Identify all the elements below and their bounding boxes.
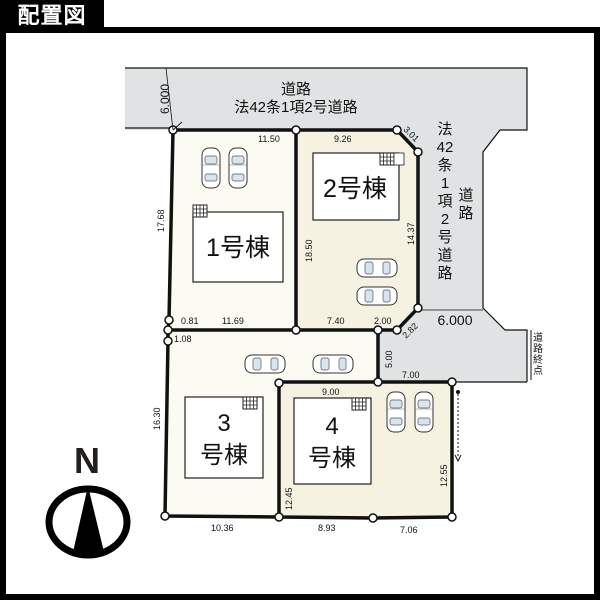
- svg-text:8.93: 8.93: [318, 523, 336, 533]
- svg-text:道: 道: [458, 187, 473, 204]
- svg-text:法: 法: [437, 121, 452, 138]
- car: [356, 286, 398, 306]
- road-east-width: 6.000: [437, 312, 472, 328]
- car: [228, 147, 248, 189]
- svg-text:終: 終: [533, 353, 543, 366]
- road-north-width: 6.000: [158, 84, 172, 114]
- svg-text:0.81: 0.81: [181, 316, 199, 326]
- svg-text:5.00: 5.00: [384, 350, 394, 368]
- north-arrow-icon: [73, 486, 104, 554]
- svg-text:7.06: 7.06: [400, 525, 418, 535]
- building-3-number: 3: [217, 410, 230, 437]
- svg-text:7.00: 7.00: [402, 370, 420, 380]
- svg-text:9.00: 9.00: [322, 387, 340, 397]
- svg-text:点: 点: [533, 365, 543, 377]
- road-end-label: 道 路 終 点: [533, 331, 543, 377]
- svg-text:路: 路: [533, 342, 543, 355]
- svg-text:42: 42: [437, 139, 454, 156]
- svg-text:11.69: 11.69: [222, 316, 244, 326]
- svg-text:条: 条: [437, 157, 452, 174]
- dimension-labels: 11.50 9.26 3.01 17.68 18.50 14.37 0.81 1…: [152, 124, 449, 535]
- svg-text:路: 路: [458, 205, 473, 222]
- svg-text:道: 道: [437, 247, 452, 264]
- svg-text:1.08: 1.08: [174, 334, 192, 344]
- building-3-label: 号棟: [200, 442, 248, 469]
- building-1-label: 1号棟: [206, 234, 270, 262]
- road-east: [378, 130, 527, 382]
- svg-text:12.55: 12.55: [439, 464, 449, 487]
- building-1[interactable]: [192, 211, 284, 283]
- svg-text:7.40: 7.40: [327, 316, 345, 326]
- building-4-label: 号棟: [308, 445, 356, 472]
- svg-text:1: 1: [441, 175, 449, 192]
- svg-text:項: 項: [437, 193, 452, 210]
- road-east-label: 法 42 条 1 項 2 号 道 路 道 路: [437, 121, 474, 282]
- svg-text:14.37: 14.37: [406, 222, 416, 245]
- svg-text:道: 道: [533, 331, 543, 344]
- building-2-label: 2号棟: [323, 175, 387, 203]
- svg-text:2: 2: [441, 211, 449, 228]
- car: [312, 354, 354, 374]
- building-3[interactable]: [184, 396, 264, 479]
- svg-text:10.36: 10.36: [211, 523, 234, 533]
- car: [414, 391, 434, 433]
- svg-text:路: 路: [437, 265, 452, 282]
- car: [244, 354, 286, 374]
- svg-text:9.26: 9.26: [334, 134, 352, 144]
- svg-text:16.30: 16.30: [152, 407, 162, 430]
- page-title: 配置図: [0, 0, 104, 33]
- car: [356, 258, 398, 278]
- road-north-label: 道路: [281, 81, 311, 98]
- road-north-type: 法42条1項2号道路: [234, 99, 357, 116]
- building-4-number: 4: [325, 413, 338, 440]
- svg-text:17.68: 17.68: [156, 209, 166, 232]
- car: [201, 147, 221, 189]
- boundary-markers: [160, 125, 457, 523]
- svg-text:2.00: 2.00: [374, 316, 392, 326]
- car: [386, 391, 406, 433]
- building-4[interactable]: [293, 397, 372, 485]
- svg-text:号: 号: [437, 229, 452, 246]
- svg-text:12.45: 12.45: [284, 487, 294, 510]
- north-label: N: [74, 440, 100, 481]
- svg-text:11.50: 11.50: [258, 134, 280, 144]
- svg-text:18.50: 18.50: [304, 239, 314, 262]
- north-compass: N: [45, 440, 131, 559]
